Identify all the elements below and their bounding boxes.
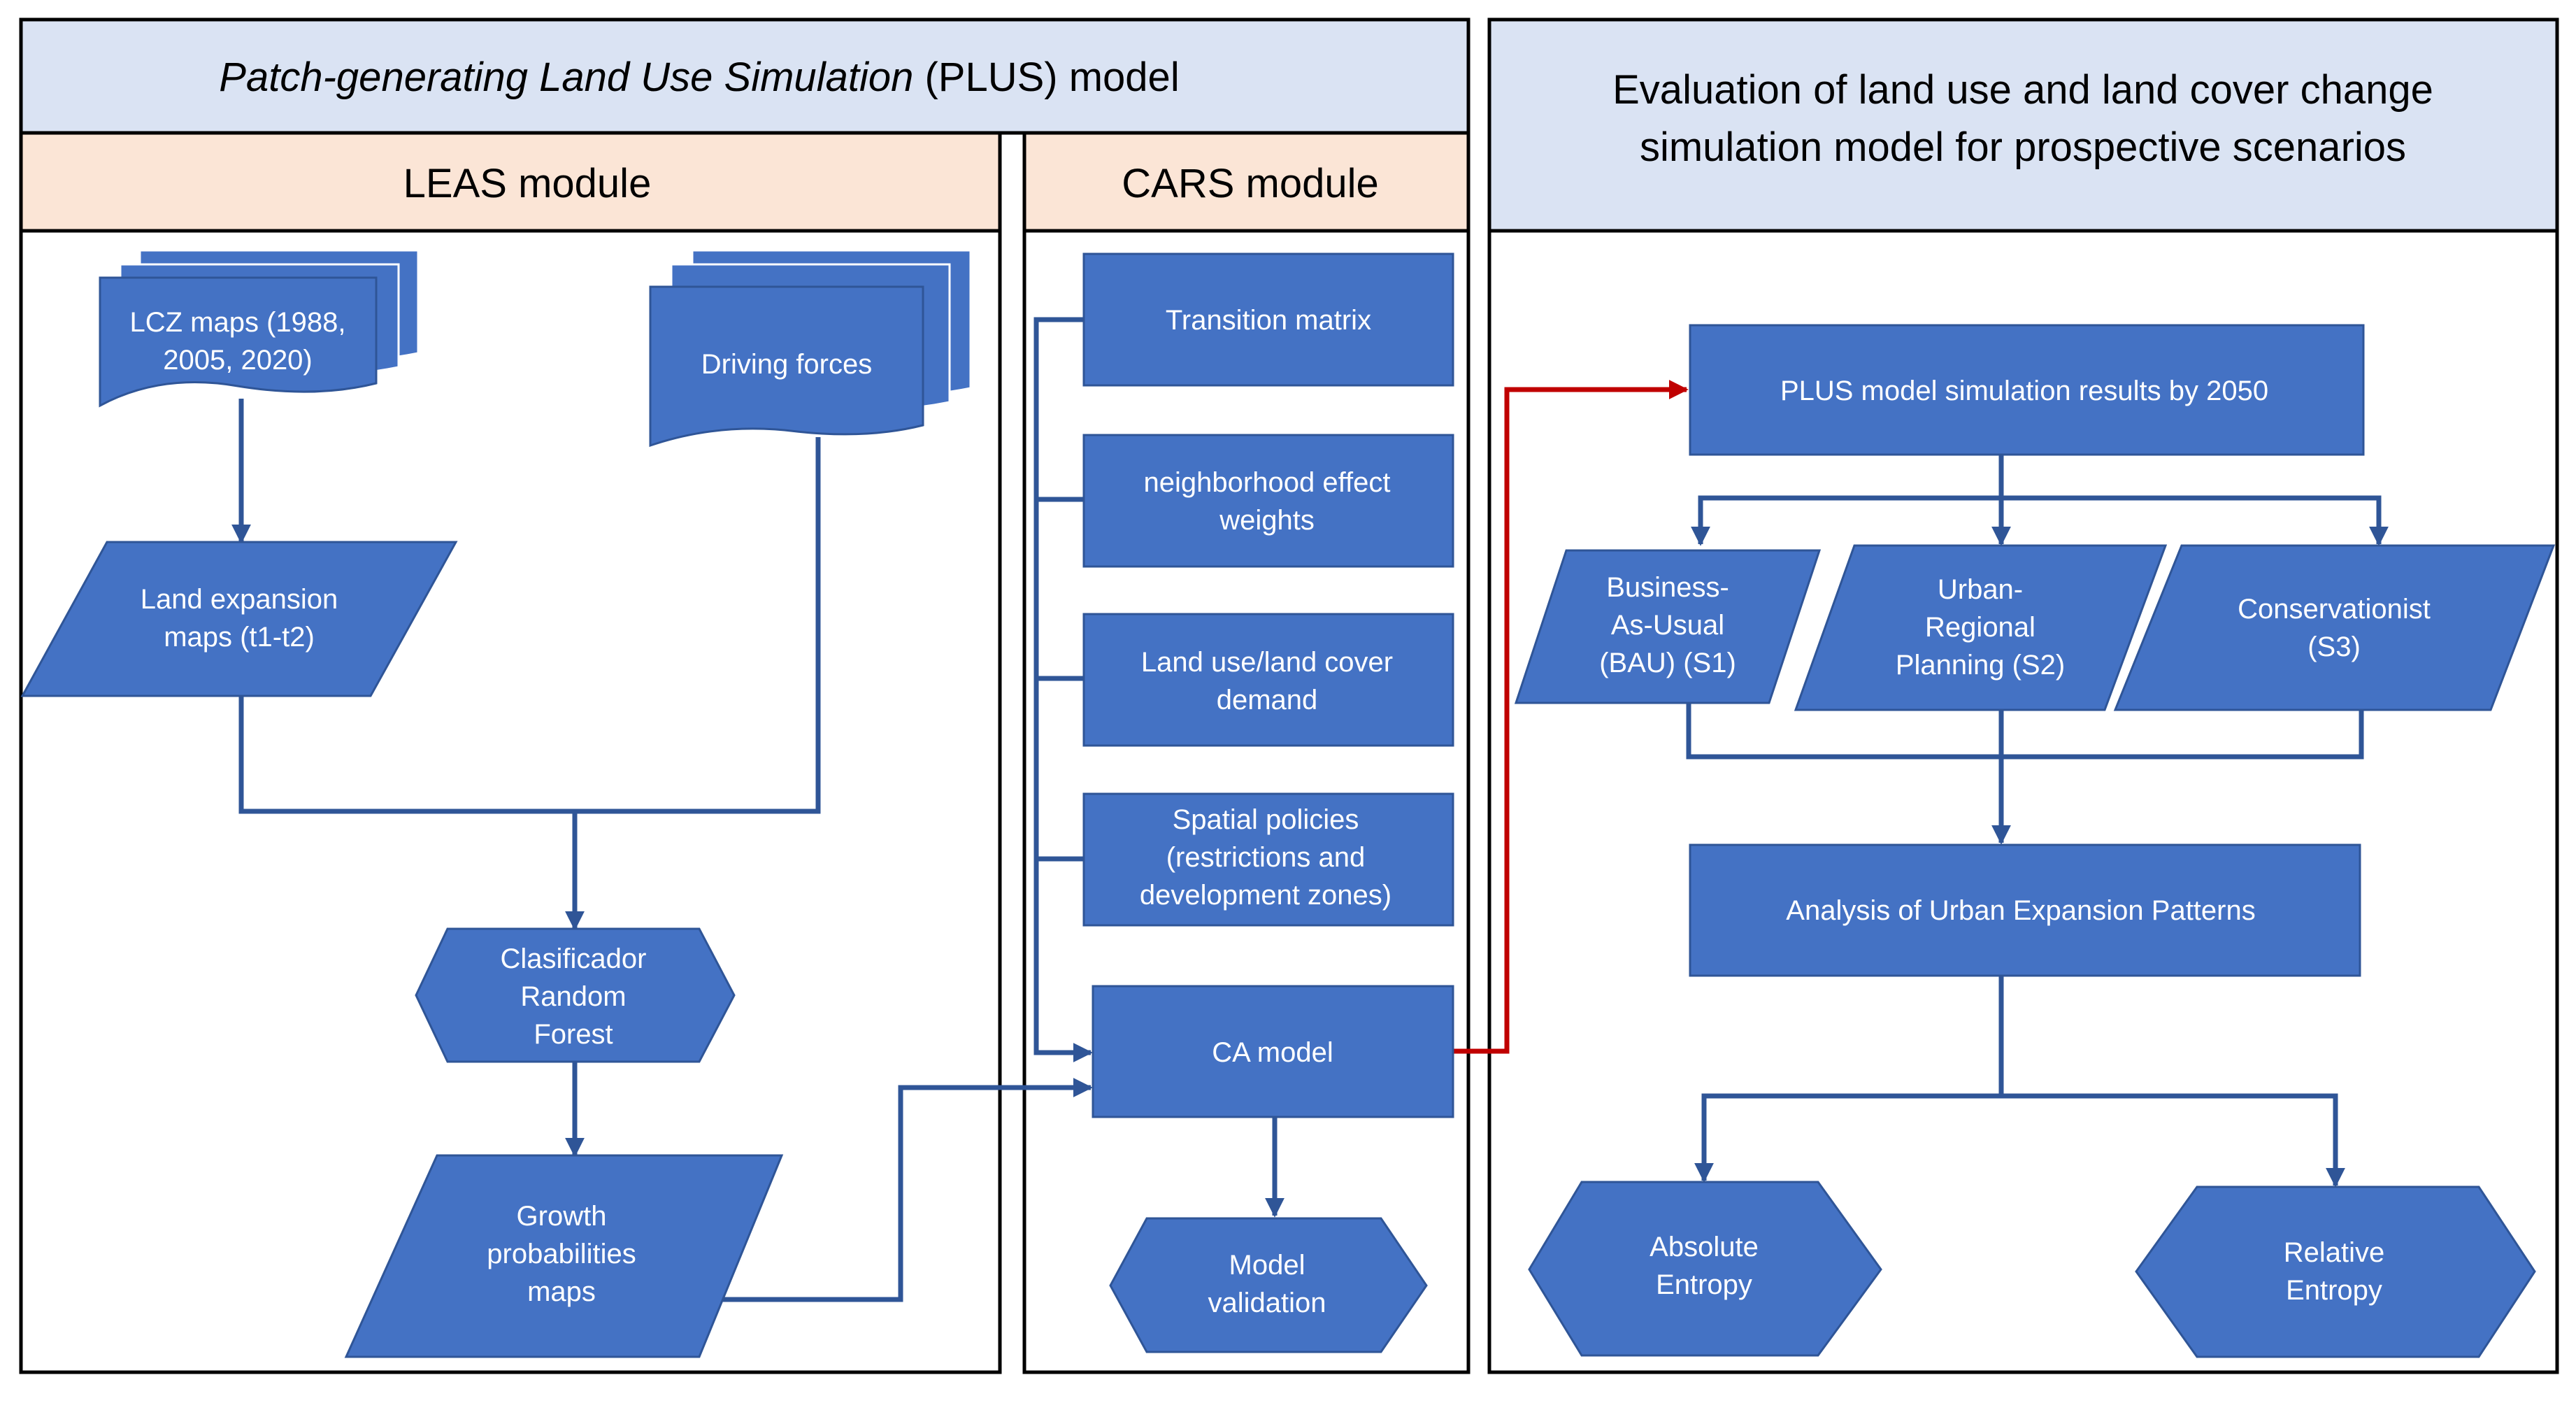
plus-header-box — [19, 17, 1471, 135]
scenario-urban-line1: Urban- — [1938, 574, 2023, 605]
leas-module-label: LEAS module — [403, 161, 652, 206]
growth-line2: probabilities — [487, 1239, 636, 1269]
scenario-urban-regional-node: Urban- Regional Planning (S2) — [1794, 544, 2168, 711]
lcz-maps-line1: LCZ maps (1988, — [129, 307, 345, 338]
driving-forces-label: Driving forces — [701, 349, 873, 380]
lulc-demand-line2: demand — [1217, 685, 1318, 715]
spatial-policies-line3: development zones) — [1140, 880, 1391, 911]
cars-module-header — [1022, 131, 1471, 233]
neighborhood-line1: neighborhood effect — [1144, 467, 1391, 498]
spatial-policies-line1: Spatial policies — [1173, 804, 1359, 835]
random-forest-node: Clasificador Random Forest — [415, 927, 736, 1063]
random-forest-line3: Forest — [534, 1019, 613, 1050]
connector-growth-to-ca-model — [720, 1078, 1093, 1302]
lcz-maps-node: LCZ maps (1988, 2005, 2020) — [99, 249, 420, 408]
cars-module-label: CARS module — [1122, 161, 1378, 206]
connector-results-to-conservation — [2001, 495, 2389, 546]
transition-matrix-label: Transition matrix — [1166, 305, 1371, 336]
random-forest-line2: Random — [520, 981, 626, 1012]
land-expansion-line2: maps (t1-t2) — [164, 622, 315, 653]
spatial-policies-line2: (restrictions and — [1166, 842, 1366, 873]
connector-ca-to-simulation-results — [1453, 380, 1689, 1054]
plus-header-title: Patch-generating Land Use Simulation (PL… — [219, 55, 1179, 100]
relative-entropy-node: Relative Entropy — [2135, 1185, 2536, 1358]
land-expansion-line1: Land expansion — [141, 584, 338, 615]
connector-scenarios-merge — [1686, 703, 2364, 760]
lulc-demand-line1: Land use/land cover — [1141, 647, 1393, 678]
scenario-urban-line3: Planning (S2) — [1896, 650, 2065, 681]
scenario-bau-line3: (BAU) (S1) — [1599, 648, 1736, 678]
relative-entropy-line1: Relative — [2284, 1237, 2385, 1268]
driving-forces-node: Driving forces — [649, 249, 972, 448]
scenario-bau-line1: Business- — [1606, 572, 1729, 603]
connector-cars-bus — [1033, 317, 1093, 1062]
simulation-results-label: PLUS model simulation results by 2050 — [1780, 376, 2268, 406]
growth-line3: maps — [527, 1276, 596, 1307]
evaluation-panel — [1487, 229, 2559, 1374]
neighborhood-weights-node: neighborhood effect weights — [1082, 434, 1454, 568]
scenario-conservation-line2: (S3) — [2307, 632, 2361, 662]
neighborhood-line2: weights — [1219, 505, 1315, 536]
scenario-bau-node: Business- As-Usual (BAU) (S1) — [1514, 549, 1822, 704]
scenario-urban-line2: Regional — [1925, 612, 2035, 643]
transition-matrix-node: Transition matrix — [1082, 252, 1454, 387]
model-validation-node: Model validation — [1109, 1217, 1428, 1353]
leas-panel — [19, 229, 1002, 1374]
absolute-entropy-line1: Absolute — [1650, 1232, 1759, 1262]
simulation-results-node: PLUS model simulation results by 2050 — [1689, 324, 2365, 456]
ca-model-node: CA model — [1092, 985, 1454, 1118]
random-forest-line1: Clasificador — [501, 943, 647, 974]
cars-panel — [1022, 229, 1471, 1374]
scenario-bau-line2: As-Usual — [1611, 610, 1724, 641]
scenario-conservation-line1: Conservationist — [2238, 594, 2431, 625]
scenario-conservationist-node: Conservationist (S3) — [2113, 544, 2556, 711]
evaluation-header-line2: simulation model for prospective scenari… — [1640, 124, 2406, 170]
evaluation-header-box — [1487, 17, 2559, 233]
growth-probabilities-node: Growth probabilities maps — [344, 1154, 784, 1358]
leas-module-header — [19, 131, 1002, 233]
relative-entropy-line2: Entropy — [2286, 1275, 2382, 1306]
growth-line1: Growth — [517, 1201, 607, 1232]
connector-results-to-bau — [1691, 455, 2004, 546]
model-validation-line1: Model — [1229, 1250, 1305, 1281]
ca-model-label: CA model — [1212, 1037, 1333, 1068]
urban-expansion-analysis-node: Analysis of Urban Expansion Patterns — [1689, 843, 2361, 977]
model-validation-line2: validation — [1208, 1288, 1326, 1318]
lcz-maps-line2: 2005, 2020) — [163, 345, 313, 376]
evaluation-header-line1: Evaluation of land use and land cover ch… — [1612, 67, 2433, 113]
connector-merge-to-driving-forces — [238, 437, 821, 814]
connector-analysis-to-relative — [2001, 1093, 2345, 1188]
land-expansion-node: Land expansion maps (t1-t2) — [20, 541, 458, 697]
absolute-entropy-node: Absolute Entropy — [1528, 1181, 1882, 1357]
connector-analysis-to-absolute — [1694, 976, 2004, 1183]
urban-expansion-analysis-label: Analysis of Urban Expansion Patterns — [1786, 895, 2255, 926]
absolute-entropy-line2: Entropy — [1656, 1269, 1752, 1300]
lulc-demand-node: Land use/land cover demand — [1082, 613, 1454, 747]
spatial-policies-node: Spatial policies (restrictions and devel… — [1082, 792, 1454, 927]
